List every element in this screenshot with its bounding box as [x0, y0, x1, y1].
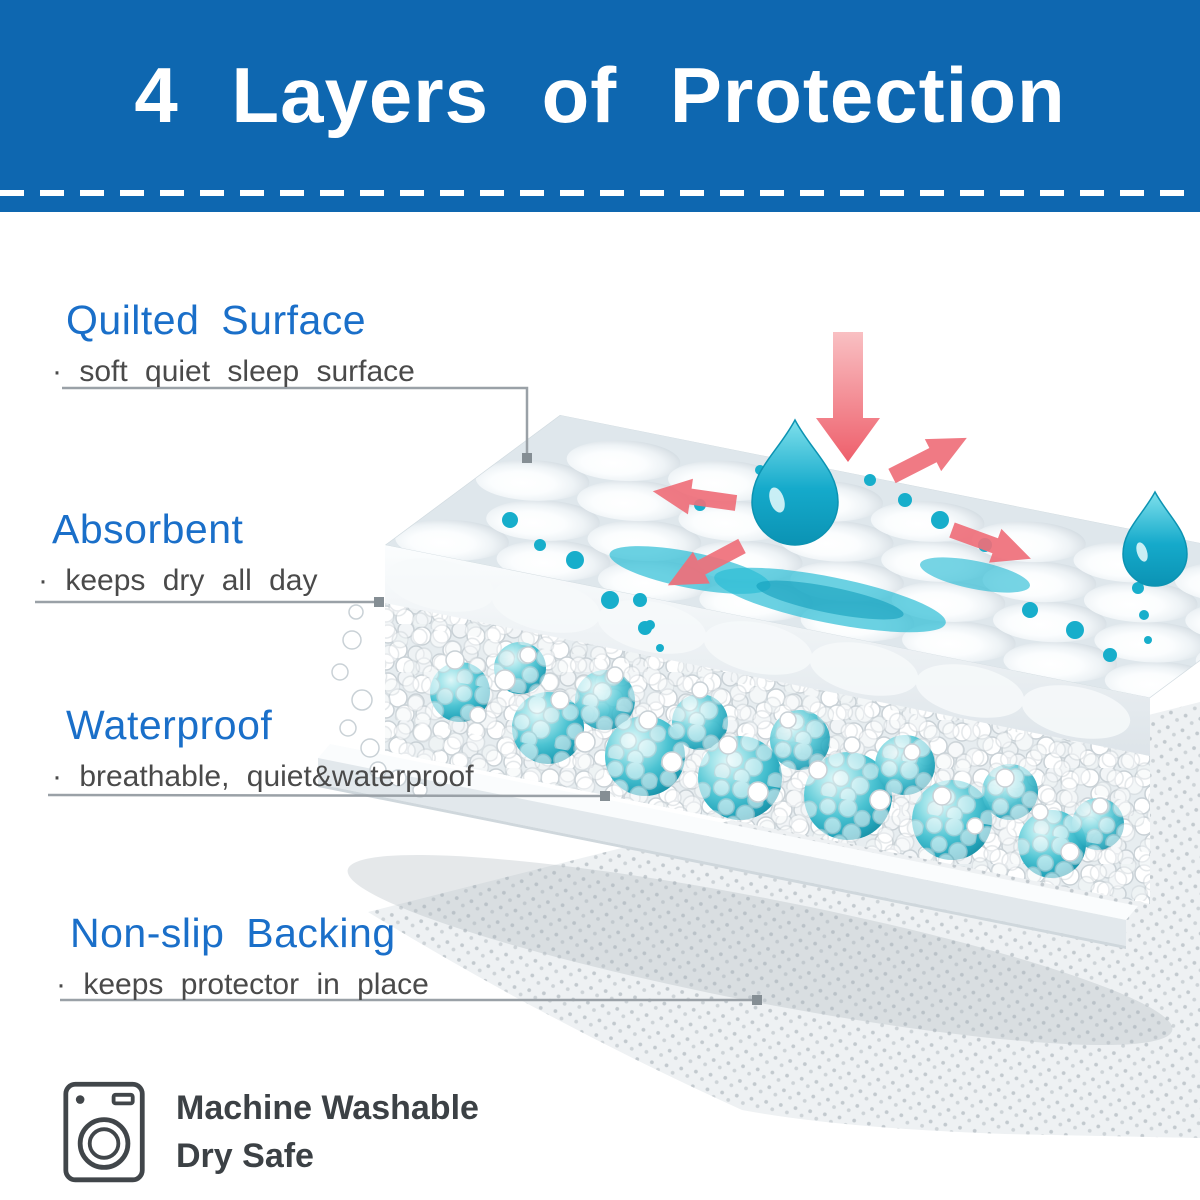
callout-subtitle: · breathable, quiet&waterproof — [52, 760, 474, 793]
callout-waterproof: Waterproof · breathable, quiet&waterproo… — [52, 702, 474, 794]
quilt-face-puffs — [385, 558, 1131, 739]
callout-title: Absorbent — [52, 506, 244, 552]
callout-quilted-surface: Quilted Surface · soft quiet sleep surfa… — [52, 297, 415, 389]
callout-title: Quilted Surface — [66, 297, 367, 343]
care-instructions: Machine Washable Dry Safe — [62, 1080, 479, 1186]
dashed-divider — [0, 190, 1200, 196]
water-droplets — [502, 465, 1152, 662]
quilted-layer — [385, 414, 1200, 756]
callout-absorbent: Absorbent · keeps dry all day — [38, 506, 317, 598]
connector-quilted — [62, 386, 529, 458]
water-drop-icon — [751, 418, 839, 546]
arrow-left-down-icon — [659, 530, 751, 602]
callout-non-slip-backing: Non-slip Backing · keeps protector in pl… — [56, 910, 429, 1002]
arrow-down-icon — [816, 332, 880, 462]
arrow-right-down-icon — [945, 513, 1038, 576]
connector-waterproof — [47, 793, 605, 798]
flow-arrows — [650, 332, 1038, 602]
arrow-left-icon — [650, 473, 739, 521]
water-splash — [502, 418, 1188, 662]
callout-subtitle: · keeps dry all day — [38, 564, 318, 597]
header-banner: 4 Layers of Protection — [0, 0, 1200, 212]
callout-title: Non-slip Backing — [70, 910, 396, 956]
care-line-2: Dry Safe — [176, 1137, 314, 1175]
callout-subtitle: · keeps protector in place — [56, 968, 429, 1001]
callout-subtitle: · soft quiet sleep surface — [52, 355, 415, 388]
page-title: 4 Layers of Protection — [134, 51, 1066, 139]
water-drop-icon — [1122, 490, 1188, 587]
connector-lines — [35, 386, 756, 1002]
care-line-1: Machine Washable — [176, 1089, 479, 1128]
arrow-right-up-icon — [883, 421, 976, 493]
absorbent-balls — [430, 642, 1124, 878]
quilt-top-surface — [385, 414, 1200, 698]
care-text: Machine Washable Dry Safe — [176, 1085, 479, 1180]
callout-title: Waterproof — [66, 702, 273, 748]
washing-machine-icon — [63, 1081, 145, 1183]
